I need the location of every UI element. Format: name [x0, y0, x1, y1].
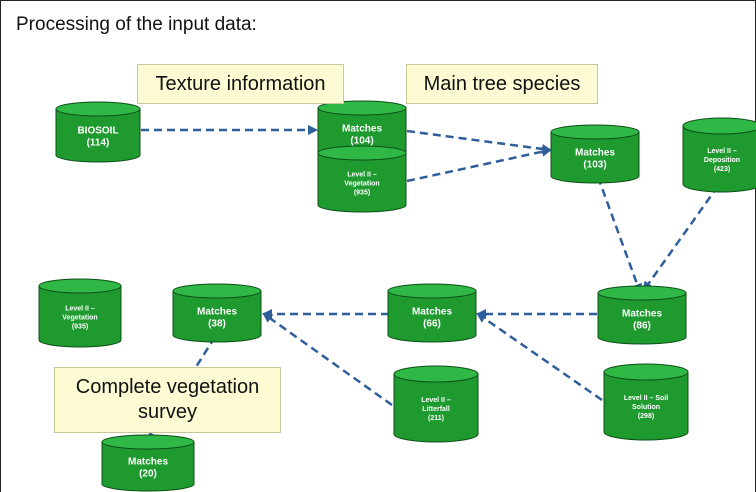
- node-label-lvl2veg935b-2: (935): [72, 323, 88, 330]
- node-label-matches66-0: Matches: [412, 306, 452, 317]
- node-label-matches103-1: (103): [583, 159, 606, 170]
- texture-information-box: Texture information: [137, 64, 344, 104]
- node-label-lvl2veg935a-0: Level II –: [347, 171, 377, 178]
- node-label-lvl2soil298-0: Level II – Soil: [624, 395, 668, 402]
- cylinder-biosoil: BIOSOIL(114): [55, 101, 141, 163]
- cylinder-lvl2lit211: Level II – Litterfall (211): [393, 365, 479, 443]
- node-label-lvl2lit211-0: Level II –: [421, 397, 451, 404]
- arrow-lvl2soil298-to-matches66: [476, 312, 603, 402]
- cylinder-matches66: Matches(66): [387, 283, 477, 343]
- arrow-matches103-to-matches86: [596, 176, 642, 294]
- node-label-lvl2dep423-0: Level II –: [707, 148, 737, 155]
- cylinder-lvl2dep423: Level II – Deposition (423): [682, 117, 756, 193]
- cylinder-lvl2veg935a: Level II – Vegetation (935): [317, 145, 407, 213]
- page-title: Processing of the input data:: [16, 14, 257, 35]
- main-tree-species-box: Main tree species: [406, 64, 598, 104]
- node-label-matches66-1: (66): [423, 318, 441, 329]
- node-label-biosoil-1: (114): [87, 137, 110, 148]
- arrow-lvl2dep423-to-matches86: [642, 185, 720, 292]
- node-label-matches104-0: Matches: [342, 123, 382, 134]
- node-label-lvl2dep423-1: Deposition: [704, 157, 740, 164]
- node-label-matches86-0: Matches: [622, 308, 662, 319]
- node-label-matches38-0: Matches: [197, 306, 237, 317]
- node-label-biosoil-0: BIOSOIL: [77, 125, 118, 136]
- arrow-lvl2veg935a-to-matches103: [406, 146, 552, 183]
- node-label-lvl2lit211-1: Litterfall: [422, 406, 450, 413]
- complete-vegetation-survey-box: Complete vegetation survey: [54, 367, 281, 433]
- node-label-lvl2veg935b-0: Level II –: [65, 305, 95, 312]
- cylinder-matches86: Matches(86): [597, 285, 687, 345]
- arrow-matches104-to-matches103: [406, 129, 552, 154]
- node-label-lvl2lit211-2: (211): [428, 415, 444, 422]
- arrow-lvl2lit211-to-matches38: [262, 312, 393, 407]
- node-label-lvl2veg935a-1: Vegetation: [344, 180, 379, 187]
- arrow-matches38-to-matches20: [147, 336, 217, 443]
- node-label-lvl2veg935a-2: (935): [354, 189, 370, 196]
- node-label-lvl2dep423-2: (423): [714, 166, 730, 173]
- node-label-matches86-1: (86): [633, 320, 651, 331]
- node-label-matches104-1: (104): [350, 135, 373, 146]
- node-label-matches20-1: (20): [139, 468, 157, 479]
- node-label-matches20-0: Matches: [128, 456, 168, 467]
- cylinder-lvl2veg935b: Level II – Vegetation (935): [38, 278, 122, 348]
- cylinder-matches38: Matches(38): [172, 283, 262, 343]
- veg-survey-line-2: survey: [138, 401, 197, 423]
- cylinder-matches103: Matches(103): [550, 124, 640, 184]
- cylinder-matches20: Matches(20): [101, 434, 195, 492]
- node-label-lvl2veg935b-1: Vegetation: [62, 314, 97, 321]
- node-label-matches38-1: (38): [208, 318, 226, 329]
- veg-survey-line-1: Complete vegetation: [75, 376, 260, 398]
- node-label-lvl2soil298-1: Solution: [632, 404, 660, 411]
- node-label-lvl2soil298-2: (298): [638, 413, 654, 420]
- node-label-matches103-0: Matches: [575, 147, 615, 158]
